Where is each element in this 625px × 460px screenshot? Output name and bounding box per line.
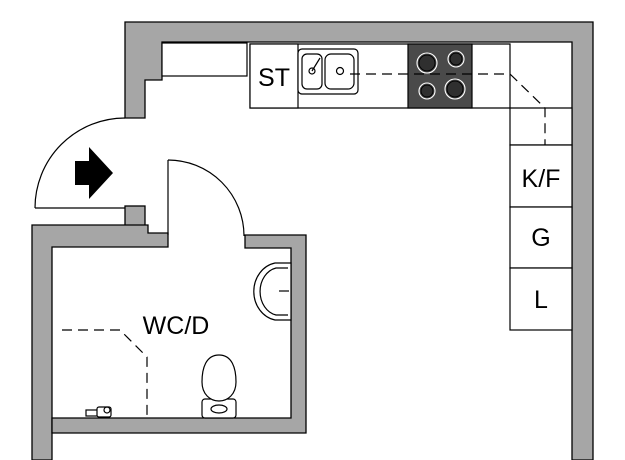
kitchen-sink-icon [297, 48, 359, 95]
shower-tap-icon [85, 406, 112, 418]
upper-cabinet-outline [350, 73, 546, 145]
fridge-label: K/F [522, 165, 561, 193]
storage-label: ST [258, 64, 290, 92]
wash-basin-icon [253, 262, 292, 321]
entrance-door[interactable] [34, 117, 126, 209]
kitchen-counter: ST K/F G L [161, 42, 573, 331]
wc-room: WC/D [62, 262, 292, 419]
cooktop-icon [407, 43, 473, 109]
entrance-arrow-icon [75, 147, 113, 199]
shelf-cabinet [161, 42, 248, 77]
outer-wall [124, 21, 594, 460]
wc-door[interactable] [167, 159, 245, 237]
oven-label: L [534, 286, 548, 314]
toilet-icon [201, 354, 237, 419]
oven-unit [509, 267, 573, 331]
wc-wall-right [51, 234, 307, 434]
wc-room-label: WC/D [143, 312, 210, 340]
wc-wall-left [31, 224, 169, 460]
left-stub-wall [124, 205, 146, 227]
dishwasher-label: G [531, 224, 550, 252]
walls [31, 21, 594, 460]
shower-outline [62, 329, 148, 418]
fridge-unit [509, 144, 573, 208]
dishwasher-unit [509, 206, 573, 269]
